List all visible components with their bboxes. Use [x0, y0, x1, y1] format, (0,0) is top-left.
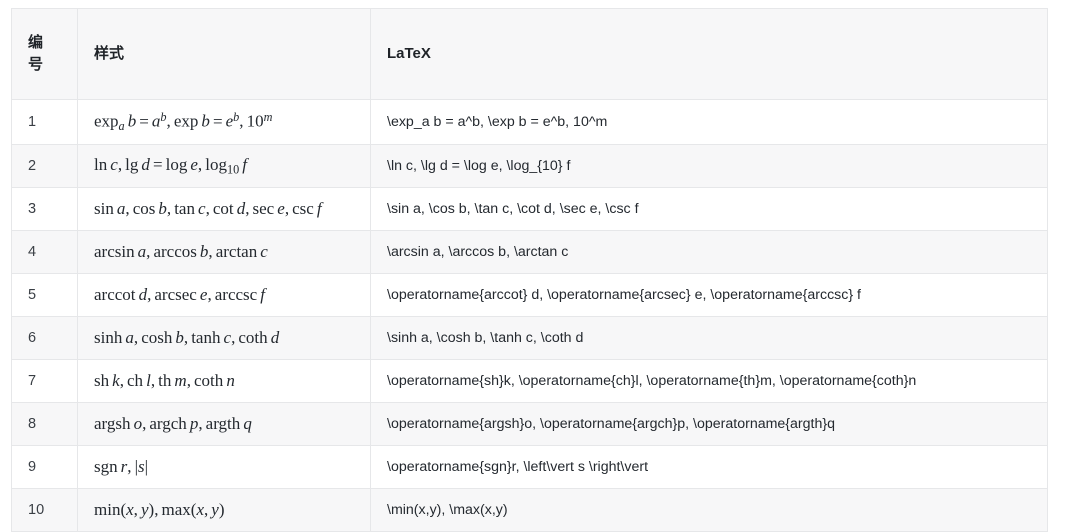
row-latex-cell: \min(x,y), \max(x,y)	[370, 488, 1048, 532]
table-header: 编号 样式 LaTeX	[11, 8, 1048, 100]
row-latex-cell: \exp_a b = a^b, \exp b = e^b, 10^m	[370, 99, 1048, 145]
column-header-latex: LaTeX	[370, 8, 1048, 100]
row-number-cell: 8	[11, 402, 78, 447]
column-header-number-label: 编号	[28, 34, 44, 73]
row-latex-cell: \operatorname{argsh}o, \operatorname{arg…	[370, 402, 1048, 447]
row-number-cell: 3	[11, 187, 78, 232]
row-number-cell: 4	[11, 230, 78, 275]
row-latex-cell: \sinh a, \cosh b, \tanh c, \coth d	[370, 316, 1048, 361]
row-number-cell: 5	[11, 273, 78, 318]
table-row: 10 min(x,y),max(x,y) \min(x,y), \max(x,y…	[11, 488, 1048, 532]
row-latex-cell: \operatorname{sh}k, \operatorname{ch}l, …	[370, 359, 1048, 404]
row-number-cell: 9	[11, 445, 78, 490]
column-header-style-label: 样式	[94, 45, 125, 63]
row-latex-cell: \operatorname{arccot} d, \operatorname{a…	[370, 273, 1048, 318]
row-style-cell: min(x,y),max(x,y)	[77, 488, 371, 532]
row-number-cell: 6	[11, 316, 78, 361]
row-number-cell: 1	[11, 99, 78, 145]
row-number-cell: 7	[11, 359, 78, 404]
row-latex-cell: \arcsin a, \arccos b, \arctan c	[370, 230, 1048, 275]
row-number-cell: 2	[11, 143, 78, 189]
row-number-cell: 10	[11, 488, 78, 532]
row-latex-cell: \operatorname{sgn}r, \left\vert s \right…	[370, 445, 1048, 490]
row-latex-cell: \ln c, \lg d = \log e, \log_{10} f	[370, 143, 1048, 189]
column-header-latex-label: LaTeX	[387, 45, 431, 63]
column-header-style: 样式	[77, 8, 371, 100]
column-header-number: 编号	[11, 8, 78, 100]
row-latex-cell: \sin a, \cos b, \tan c, \cot d, \sec e, …	[370, 187, 1048, 232]
table-header-row: 编号 样式 LaTeX	[11, 8, 1048, 100]
